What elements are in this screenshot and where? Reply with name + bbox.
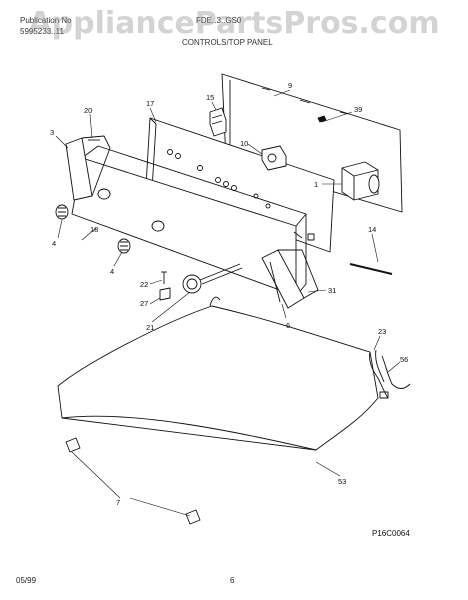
callout-53: 53 xyxy=(338,477,346,486)
publication-number: 5995233..11 xyxy=(20,27,64,36)
callout-23: 23 xyxy=(378,327,386,336)
callout-9: 9 xyxy=(288,81,292,90)
left-end-cap xyxy=(65,135,111,201)
callout-31: 31 xyxy=(328,286,336,295)
leg-glide-lower xyxy=(185,509,201,525)
right-end-cap xyxy=(261,249,319,309)
callout-20: 20 xyxy=(84,106,92,115)
timer-shaft xyxy=(199,231,303,285)
figure-code: P16C0064 xyxy=(372,529,410,538)
push-switch-part xyxy=(261,145,287,171)
footer-date: 05/99 xyxy=(16,576,37,585)
callout-15: 15 xyxy=(206,93,214,102)
timer-part xyxy=(341,161,380,201)
callout-4-lower: 4 xyxy=(110,267,114,276)
callout-18: 18 xyxy=(90,225,98,234)
callout-22: 22 xyxy=(140,280,148,289)
callout-39: 39 xyxy=(354,105,362,114)
model-number: FDE..3..GS0 xyxy=(196,16,242,25)
callout-56: 56 xyxy=(400,355,408,364)
knob-left xyxy=(55,204,69,220)
strap-part xyxy=(349,263,393,275)
knob-middle xyxy=(117,238,131,254)
leader-lines xyxy=(55,89,401,517)
callout-labels: 9 39 15 17 20 3 10 1 4 18 14 4 22 27 21 … xyxy=(50,81,408,507)
callout-21: 21 xyxy=(146,323,154,332)
screw-part xyxy=(161,271,167,284)
callout-6: 6 xyxy=(286,321,290,330)
top-panel xyxy=(57,296,379,451)
callout-4-upper: 4 xyxy=(52,239,56,248)
callout-17: 17 xyxy=(146,99,154,108)
callout-27: 27 xyxy=(140,299,148,308)
publication-label: Publication No xyxy=(20,16,72,25)
wiring-harness xyxy=(369,349,411,399)
console-backplate xyxy=(145,117,335,253)
leg-glide-upper xyxy=(65,437,81,453)
callout-1: 1 xyxy=(314,180,318,189)
footer-page: 6 xyxy=(230,576,235,585)
callout-10: 10 xyxy=(240,139,248,148)
callout-14: 14 xyxy=(368,225,376,234)
watermark: AppliancePartsPros.com xyxy=(28,6,440,41)
diagram-title: CONTROLS/TOP PANEL xyxy=(182,38,273,47)
callout-3: 3 xyxy=(50,128,54,137)
clip-part xyxy=(159,287,171,301)
switch-part xyxy=(209,107,227,137)
knob-large xyxy=(182,274,202,294)
callout-7: 7 xyxy=(116,498,120,507)
